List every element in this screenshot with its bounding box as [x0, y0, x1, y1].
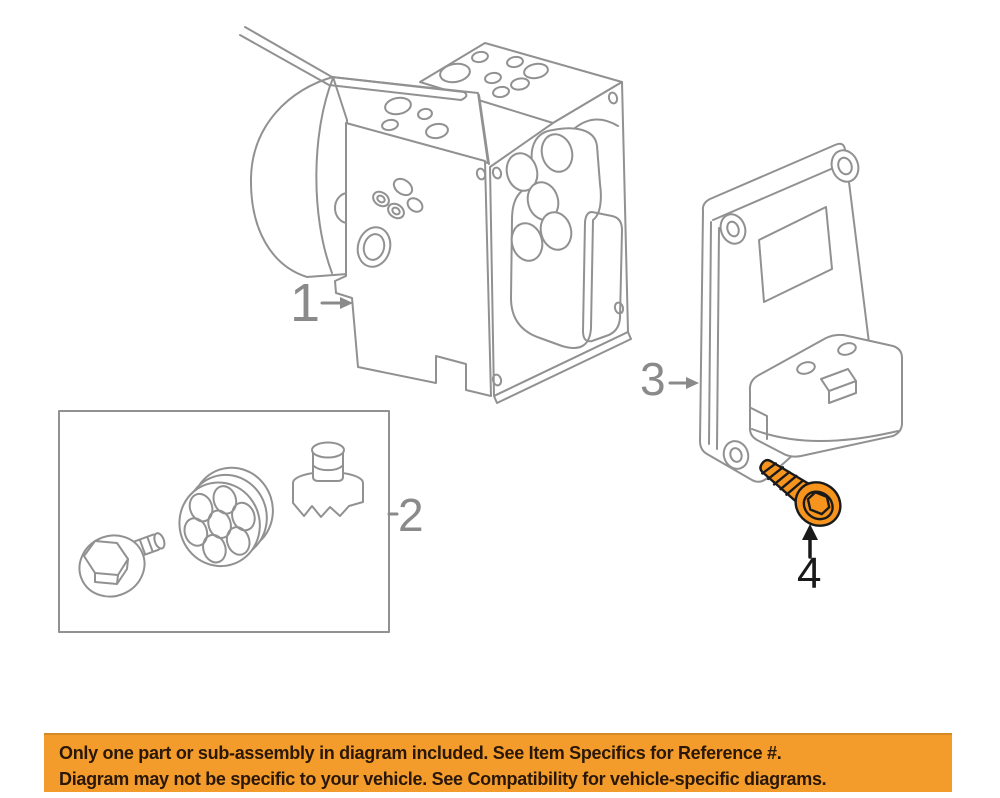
- mounting-screw-highlighted: [759, 458, 842, 527]
- callout-3-label: 3: [640, 353, 666, 405]
- sub-assembly-box-drawing: [58, 410, 390, 633]
- callout-4-label: 4: [797, 549, 822, 598]
- disc: [178, 466, 274, 568]
- disclaimer-line-2: Diagram may not be specific to your vehi…: [59, 769, 827, 789]
- disclaimer-banner: Only one part or sub-assembly in diagram…: [44, 733, 952, 792]
- callout-3-arrow: [668, 377, 699, 389]
- abs-modulator-drawing: [239, 26, 632, 404]
- disclaimer-line-1: Only one part or sub-assembly in diagram…: [59, 743, 782, 763]
- callout-2-label: 2: [398, 489, 424, 541]
- callout-4-arrow: [802, 524, 818, 559]
- callout-1-label: 1: [290, 273, 321, 333]
- exploded-parts-diagram: [58, 26, 903, 633]
- callout-1-arrow: [320, 297, 353, 309]
- control-module-drawing: [699, 142, 903, 483]
